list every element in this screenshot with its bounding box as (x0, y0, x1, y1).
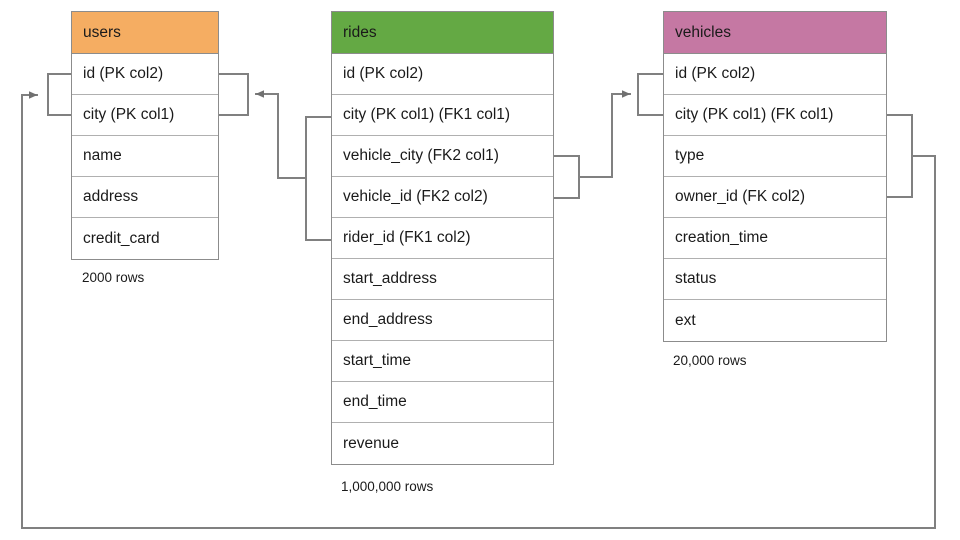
column-label: id (PK col2) (675, 65, 756, 82)
column-rides-vehicle-id: vehicle_id (FK2 col2) (332, 177, 553, 218)
column-label: type (675, 147, 705, 164)
column-label: city (PK col1) (FK col1) (675, 106, 834, 123)
column-rides-revenue: revenue (332, 423, 553, 464)
column-rides-end-address: end_address (332, 300, 553, 341)
column-label: end_time (343, 393, 407, 410)
column-vehicles-creation-time: creation_time (664, 218, 886, 259)
column-label: credit_card (83, 229, 160, 247)
column-label: end_address (343, 311, 433, 328)
column-rides-id: id (PK col2) (332, 54, 553, 95)
column-rides-start-address: start_address (332, 259, 553, 300)
column-label: start_address (343, 270, 437, 287)
column-vehicles-city: city (PK col1) (FK col1) (664, 95, 886, 136)
table-rides-row-count: 1,000,000 rows (341, 479, 434, 494)
column-label: creation_time (675, 229, 769, 246)
table-users-header: users (72, 12, 218, 54)
column-rides-city: city (PK col1) (FK1 col1) (332, 95, 553, 136)
column-label: revenue (343, 434, 400, 452)
table-vehicles-title: vehicles (675, 23, 731, 41)
table-users-title: users (83, 23, 121, 41)
column-label: vehicle_city (FK2 col1) (343, 147, 499, 164)
column-users-city: city (PK col1) (72, 95, 218, 136)
table-users[interactable]: users id (PK col2) city (PK col1) name a… (71, 11, 219, 260)
connector-rides-fk1-users (218, 73, 332, 241)
table-rides[interactable]: rides id (PK col2) city (PK col1) (FK1 c… (331, 11, 554, 465)
column-label: vehicle_id (FK2 col2) (343, 188, 488, 205)
column-vehicles-owner-id: owner_id (FK col2) (664, 177, 886, 218)
column-label: id (PK col2) (83, 65, 164, 82)
column-label: id (PK col2) (343, 65, 424, 82)
connector-rides-fk2-vehicles (553, 73, 664, 199)
column-rides-rider-id: rider_id (FK1 col2) (332, 218, 553, 259)
column-users-credit-card: credit_card (72, 218, 218, 259)
column-vehicles-id: id (PK col2) (664, 54, 886, 95)
column-label: city (PK col1) (83, 106, 175, 123)
column-rides-start-time: start_time (332, 341, 553, 382)
table-users-row-count: 2000 rows (82, 270, 145, 285)
column-label: status (675, 270, 717, 287)
column-vehicles-ext: ext (664, 300, 886, 341)
table-vehicles[interactable]: vehicles id (PK col2) city (PK col1) (FK… (663, 11, 887, 342)
table-vehicles-header: vehicles (664, 12, 886, 54)
column-label: address (83, 188, 139, 205)
column-users-address: address (72, 177, 218, 218)
column-label: rider_id (FK1 col2) (343, 229, 471, 246)
column-label: city (PK col1) (FK1 col1) (343, 106, 511, 123)
column-label: ext (675, 311, 696, 329)
column-users-id: id (PK col2) (72, 54, 218, 95)
column-label: owner_id (FK col2) (675, 188, 806, 205)
column-vehicles-status: status (664, 259, 886, 300)
column-rides-vehicle-city: vehicle_city (FK2 col1) (332, 136, 553, 177)
column-vehicles-type: type (664, 136, 886, 177)
table-rides-header: rides (332, 12, 553, 54)
column-label: name (83, 147, 122, 164)
column-users-name: name (72, 136, 218, 177)
column-rides-end-time: end_time (332, 382, 553, 423)
table-rides-title: rides (343, 23, 377, 41)
table-vehicles-row-count: 20,000 rows (673, 353, 747, 368)
column-label: start_time (343, 352, 412, 369)
